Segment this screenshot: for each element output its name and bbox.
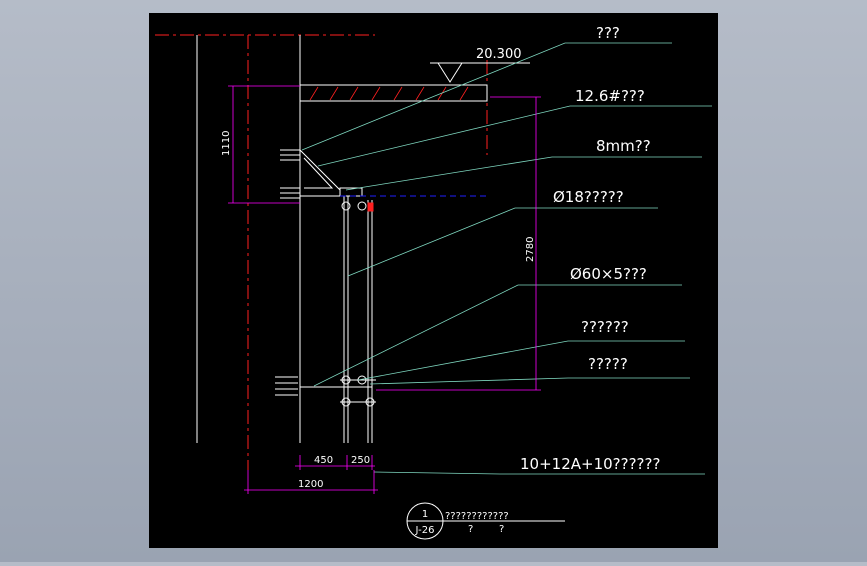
dim-1200: 1200 xyxy=(298,479,323,490)
lower-bracket xyxy=(275,376,372,396)
leader-lines xyxy=(301,42,712,475)
structure xyxy=(196,35,530,443)
drawing-canvas xyxy=(149,13,718,548)
upper-bracket xyxy=(280,149,363,199)
callout-c5: Ø60×5??? xyxy=(570,265,647,283)
callout-c3: 8mm?? xyxy=(596,137,651,155)
leader-c2 xyxy=(317,105,712,167)
dimension-lines xyxy=(228,85,541,494)
glass-edge-marker xyxy=(367,202,374,212)
leader-c4 xyxy=(347,207,658,277)
dim-250: 250 xyxy=(351,455,370,466)
leader-c6 xyxy=(357,340,685,381)
leader-c1 xyxy=(301,42,672,151)
detail-title: ???????????? xyxy=(445,511,509,522)
callout-c4: Ø18????? xyxy=(553,188,624,206)
detail-subtitle-2: ? xyxy=(499,524,504,535)
callout-c6: ?????? xyxy=(581,318,629,336)
leader-c5 xyxy=(313,284,682,387)
callout-c7: ????? xyxy=(588,355,628,373)
leader-c8 xyxy=(373,471,705,475)
roof-slab xyxy=(299,84,488,102)
title-block: 1 J-26 ???????????? ? ? xyxy=(406,502,565,540)
sheet-number: J-26 xyxy=(415,525,435,536)
leader-c3 xyxy=(345,156,702,191)
dim-1110: 1110 xyxy=(221,131,232,156)
detail-subtitle-1: ? xyxy=(468,524,473,535)
callout-labels: ??? 12.6#??? 8mm?? Ø18????? Ø60×5??? ???… xyxy=(520,24,660,473)
leader-c7 xyxy=(369,377,690,385)
slab-hatch xyxy=(309,86,469,101)
callout-c2: 12.6#??? xyxy=(575,87,645,105)
elevation-label: 20.300 xyxy=(476,47,522,62)
callout-c8: 10+12A+10?????? xyxy=(520,455,660,473)
dim-2780: 2780 xyxy=(525,237,536,262)
dimension-text: 1110 2780 450 250 1200 xyxy=(221,131,536,490)
detail-number: 1 xyxy=(422,509,428,520)
axis-lines xyxy=(155,34,488,470)
dim-450: 450 xyxy=(314,455,333,466)
callout-c1: ??? xyxy=(596,24,620,42)
